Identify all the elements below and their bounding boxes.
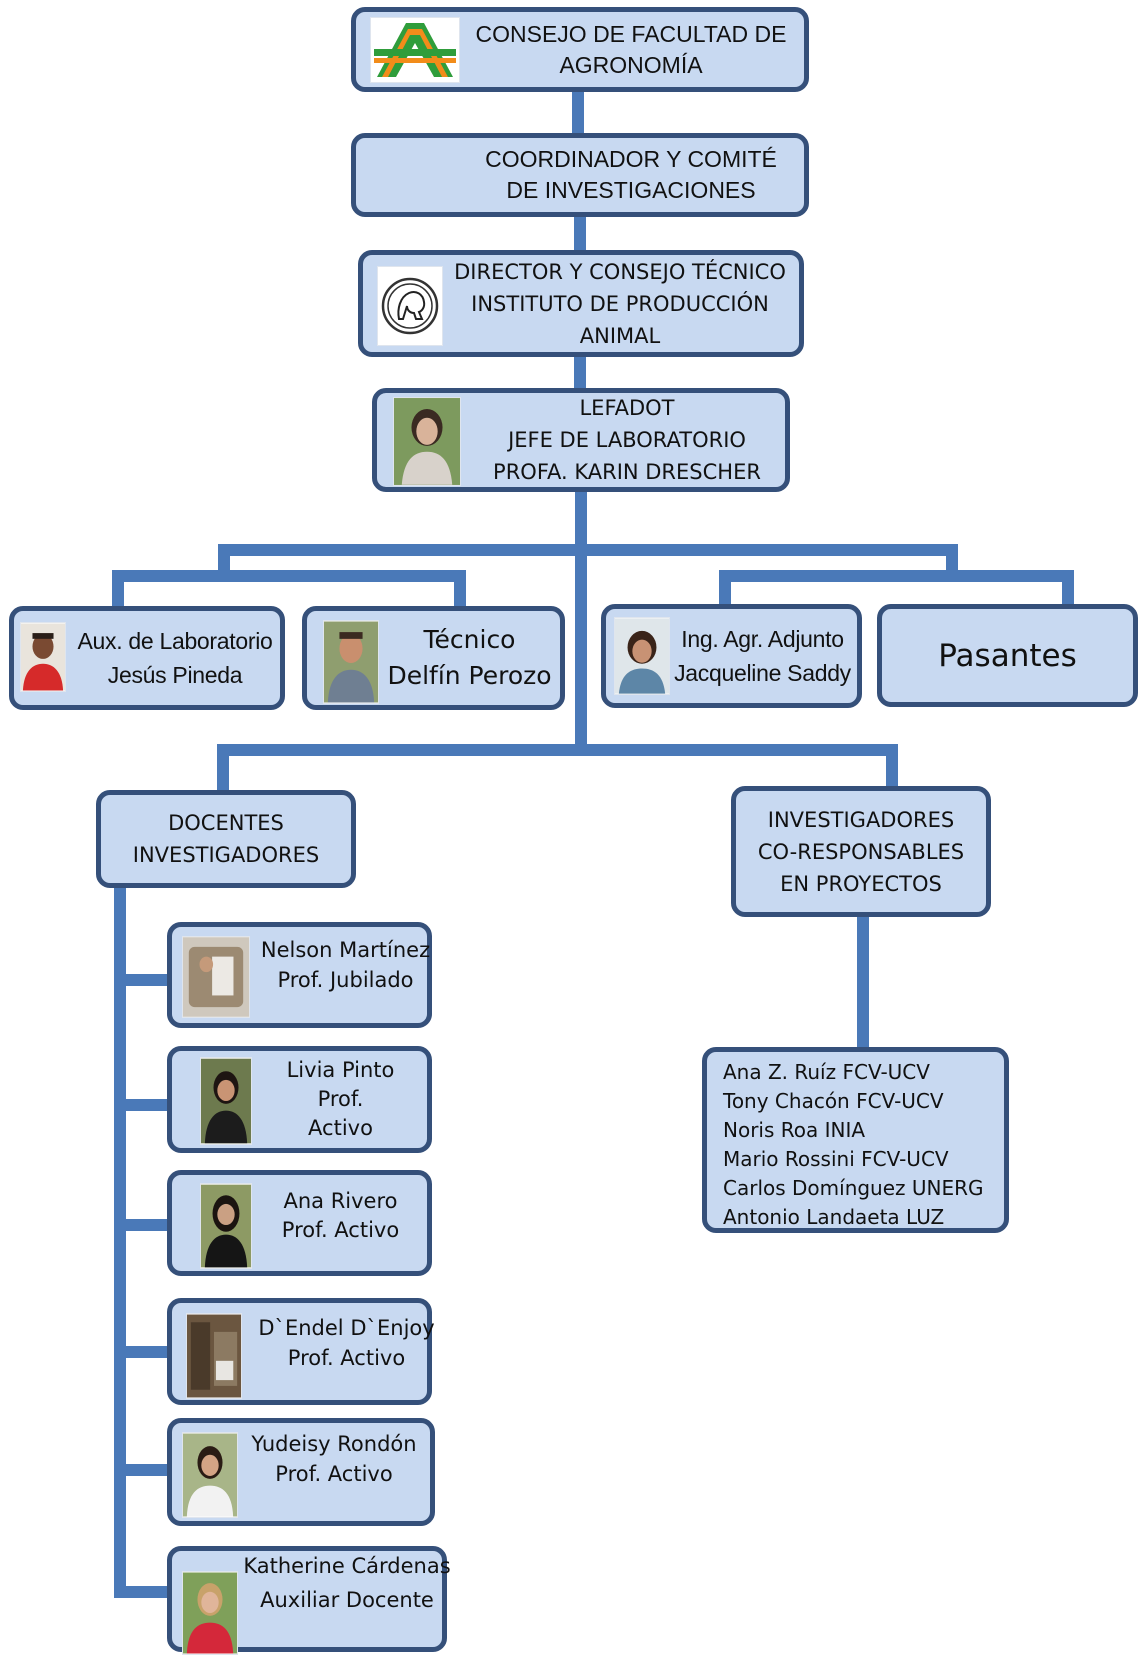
instituto-logo xyxy=(377,266,443,346)
docentes-line-2: INVESTIGADORES xyxy=(132,843,320,867)
yudeisy-line-2: Prof. Activo xyxy=(275,1462,393,1486)
katherine-line-1: Katherine Cárdenas xyxy=(243,1554,451,1578)
coresponsable-item: Noris Roa INIA xyxy=(723,1118,866,1142)
consejo-line-1: CONSEJO DE FACULTAD DE xyxy=(475,20,787,47)
investigadores-coresponsables-box: INVESTIGADORES CO-RESPONSABLES EN PROYEC… xyxy=(731,786,991,917)
investigadores-line-2: CO-RESPONSABLES xyxy=(757,839,965,864)
ing-line-2: Jacqueline Saddy xyxy=(674,660,851,686)
teacher-card-katherine-cardenas: Katherine Cárdenas Auxiliar Docente xyxy=(167,1546,451,1655)
karin-drescher-photo xyxy=(393,397,461,486)
tecnico-line-2: Delfín Perozo xyxy=(387,661,552,690)
coordinador-line-2: DE INVESTIGACIONES xyxy=(506,177,756,203)
yudeisy-line-1: Yudeisy Rondón xyxy=(251,1432,417,1456)
teacher-card-dendel-denjoy: D`Endel D`Enjoy Prof. Activo xyxy=(167,1298,435,1405)
agronomia-logo xyxy=(370,17,460,83)
coresponsable-item: Antonio Landaeta LUZ xyxy=(723,1205,945,1229)
ing-line-1: Ing. Agr. Adjunto xyxy=(681,626,844,652)
director-box: DIRECTOR Y CONSEJO TÉCNICO INSTITUTO DE … xyxy=(358,250,804,357)
lefadot-box: LEFADOT JEFE DE LABORATORIO PROFA. KARIN… xyxy=(372,388,790,492)
director-line-2: INSTITUTO DE PRODUCCIÓN xyxy=(471,291,769,316)
pasantes-box: Pasantes xyxy=(877,604,1138,707)
livia-line-2: Prof. xyxy=(317,1087,364,1111)
delfin-perozo-photo xyxy=(323,620,379,704)
teacher-card-ana-rivero: Ana Rivero Prof. Activo xyxy=(167,1170,432,1276)
coresponsables-list-box: Ana Z. Ruíz FCV-UCV Tony Chacón FCV-UCV … xyxy=(702,1047,1009,1233)
yudeisy-rondon-photo xyxy=(182,1432,238,1518)
coresponsable-item: Tony Chacón FCV-UCV xyxy=(723,1089,944,1113)
coresponsables-list: Ana Z. Ruíz FCV-UCV Tony Chacón FCV-UCV … xyxy=(723,1058,984,1229)
coresponsable-item: Mario Rossini FCV-UCV xyxy=(723,1147,949,1171)
ing-agr-adjunto-box: Ing. Agr. Adjunto Jacqueline Saddy xyxy=(601,604,862,708)
tecnico-line-1: Técnico xyxy=(423,625,516,654)
dendel-line-1: D`Endel D`Enjoy xyxy=(258,1316,435,1340)
livia-line-1: Livia Pinto xyxy=(286,1058,395,1082)
aux-line-2: Jesús Pineda xyxy=(107,662,243,688)
director-line-1: DIRECTOR Y CONSEJO TÉCNICO xyxy=(454,259,786,284)
ana-line-2: Prof. Activo xyxy=(281,1218,400,1242)
docentes-investigadores-box: DOCENTES INVESTIGADORES xyxy=(96,790,356,888)
lefadot-line-1: LEFADOT xyxy=(579,396,675,420)
teacher-card-livia-pinto: Livia Pinto Prof. Activo xyxy=(167,1046,432,1153)
livia-pinto-photo xyxy=(200,1057,252,1145)
coordinador-box: COORDINADOR Y COMITÉ DE INVESTIGACIONES xyxy=(351,133,809,217)
nelson-martinez-photo xyxy=(182,936,250,1018)
consejo-line-2: AGRONOMÍA xyxy=(559,51,703,78)
teacher-card-yudeisy-rondon: Yudeisy Rondón Prof. Activo xyxy=(167,1418,435,1526)
aux-laboratorio-box: Aux. de Laboratorio Jesús Pineda xyxy=(9,606,285,710)
coresponsable-item: Ana Z. Ruíz FCV-UCV xyxy=(723,1060,930,1084)
teacher-card-nelson-martinez: Nelson Martínez Prof. Jubilado xyxy=(167,922,432,1028)
jacqueline-saddy-photo xyxy=(614,617,670,695)
nelson-line-2: Prof. Jubilado xyxy=(277,968,414,992)
aux-line-1: Aux. de Laboratorio xyxy=(77,628,273,654)
tecnico-box: Técnico Delfín Perozo xyxy=(302,606,565,710)
consejo-facultad-box: CONSEJO DE FACULTAD DE AGRONOMÍA xyxy=(351,7,809,92)
director-line-3: ANIMAL xyxy=(579,323,661,348)
katherine-line-2: Auxiliar Docente xyxy=(260,1588,434,1612)
livia-line-3: Activo xyxy=(308,1116,373,1140)
pasantes-label: Pasantes xyxy=(938,637,1077,674)
ana-rivero-photo xyxy=(200,1183,252,1269)
jesus-pineda-photo xyxy=(20,622,66,692)
investigadores-line-1: INVESTIGADORES xyxy=(767,807,955,832)
dendel-line-2: Prof. Activo xyxy=(287,1346,406,1370)
dendel-denjoy-photo xyxy=(186,1313,242,1399)
coresponsable-item: Carlos Domínguez UNERG xyxy=(723,1176,984,1200)
docentes-line-1: DOCENTES xyxy=(168,811,284,835)
nelson-line-1: Nelson Martínez xyxy=(260,938,431,962)
lefadot-line-2: JEFE DE LABORATORIO xyxy=(508,428,746,452)
ana-line-1: Ana Rivero xyxy=(283,1189,398,1213)
coordinador-line-1: COORDINADOR Y COMITÉ xyxy=(485,146,777,172)
lefadot-line-3: PROFA. KARIN DRESCHER xyxy=(493,460,761,484)
investigadores-line-3: EN PROYECTOS xyxy=(780,871,942,896)
katherine-cardenas-photo xyxy=(182,1571,238,1655)
